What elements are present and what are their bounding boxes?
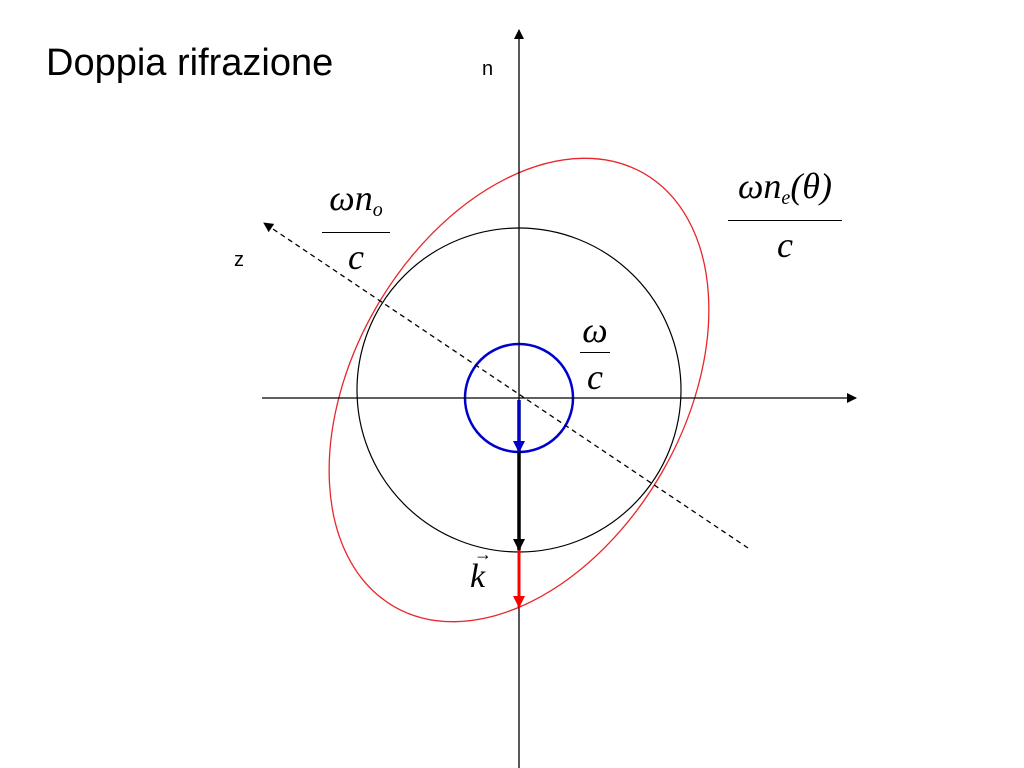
ordinary-num-main: ωn xyxy=(329,178,373,218)
extraordinary-wavenumber-label: ωne(θ) c xyxy=(728,166,842,265)
vacuum-fraction-bar xyxy=(580,352,610,353)
extraordinary-num-tail: (θ) xyxy=(790,166,832,206)
ordinary-wavenumber-label: ωno c xyxy=(322,178,390,277)
vacuum-num-main: ω xyxy=(582,310,608,350)
ordinary-den: c xyxy=(348,237,364,277)
slide-title: Doppia rifrazione xyxy=(46,42,334,84)
vacuum-wavenumber-label: ω c xyxy=(580,310,610,397)
extraordinary-num-main: ωn xyxy=(738,166,782,206)
ordinary-num-sub: o xyxy=(372,199,383,221)
extraordinary-ellipse xyxy=(328,157,710,623)
extraordinary-num-sub: e xyxy=(781,187,791,209)
ordinary-fraction-bar xyxy=(322,232,390,233)
wavevector-label: → k xyxy=(470,544,492,596)
extraordinary-den: c xyxy=(777,225,793,265)
n-axis-label: n xyxy=(482,58,494,80)
vacuum-den: c xyxy=(587,357,603,397)
extraordinary-fraction-bar xyxy=(728,220,842,221)
z-axis-dashed xyxy=(263,222,749,549)
z-axis-label: z xyxy=(234,249,244,271)
wavevector-symbol: k xyxy=(470,558,486,595)
vector-arrow-icon: → xyxy=(474,544,492,564)
